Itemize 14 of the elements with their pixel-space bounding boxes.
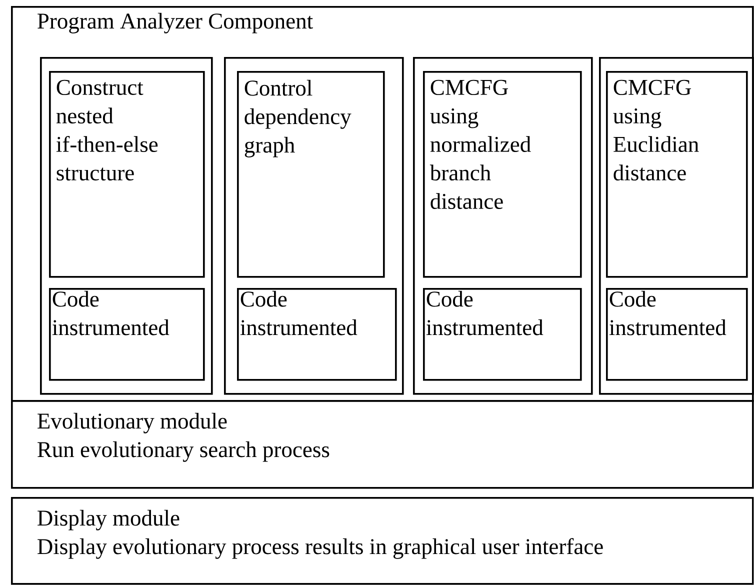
process-box: Control dependency graph [237,71,385,278]
code-box: Code instrumented [237,288,397,381]
process-box: Construct nested if-then-else structure [49,71,205,278]
code-box: Code instrumented [49,288,205,381]
code-box: Code instrumented [606,288,748,381]
column-box [40,57,213,395]
module-box: Display module Display evolutionary process results in graphical user interface [11,497,754,585]
code-box: Code instrumented [423,288,582,381]
column-box [224,57,404,395]
module-box: Evolutionary module Run evolutionary search process [11,400,754,489]
column-box [599,57,754,395]
process-box: CMCFG using normalized branch distance [423,71,582,278]
process-box: CMCFG using Euclidian distance [606,71,748,278]
column-box [413,57,593,395]
